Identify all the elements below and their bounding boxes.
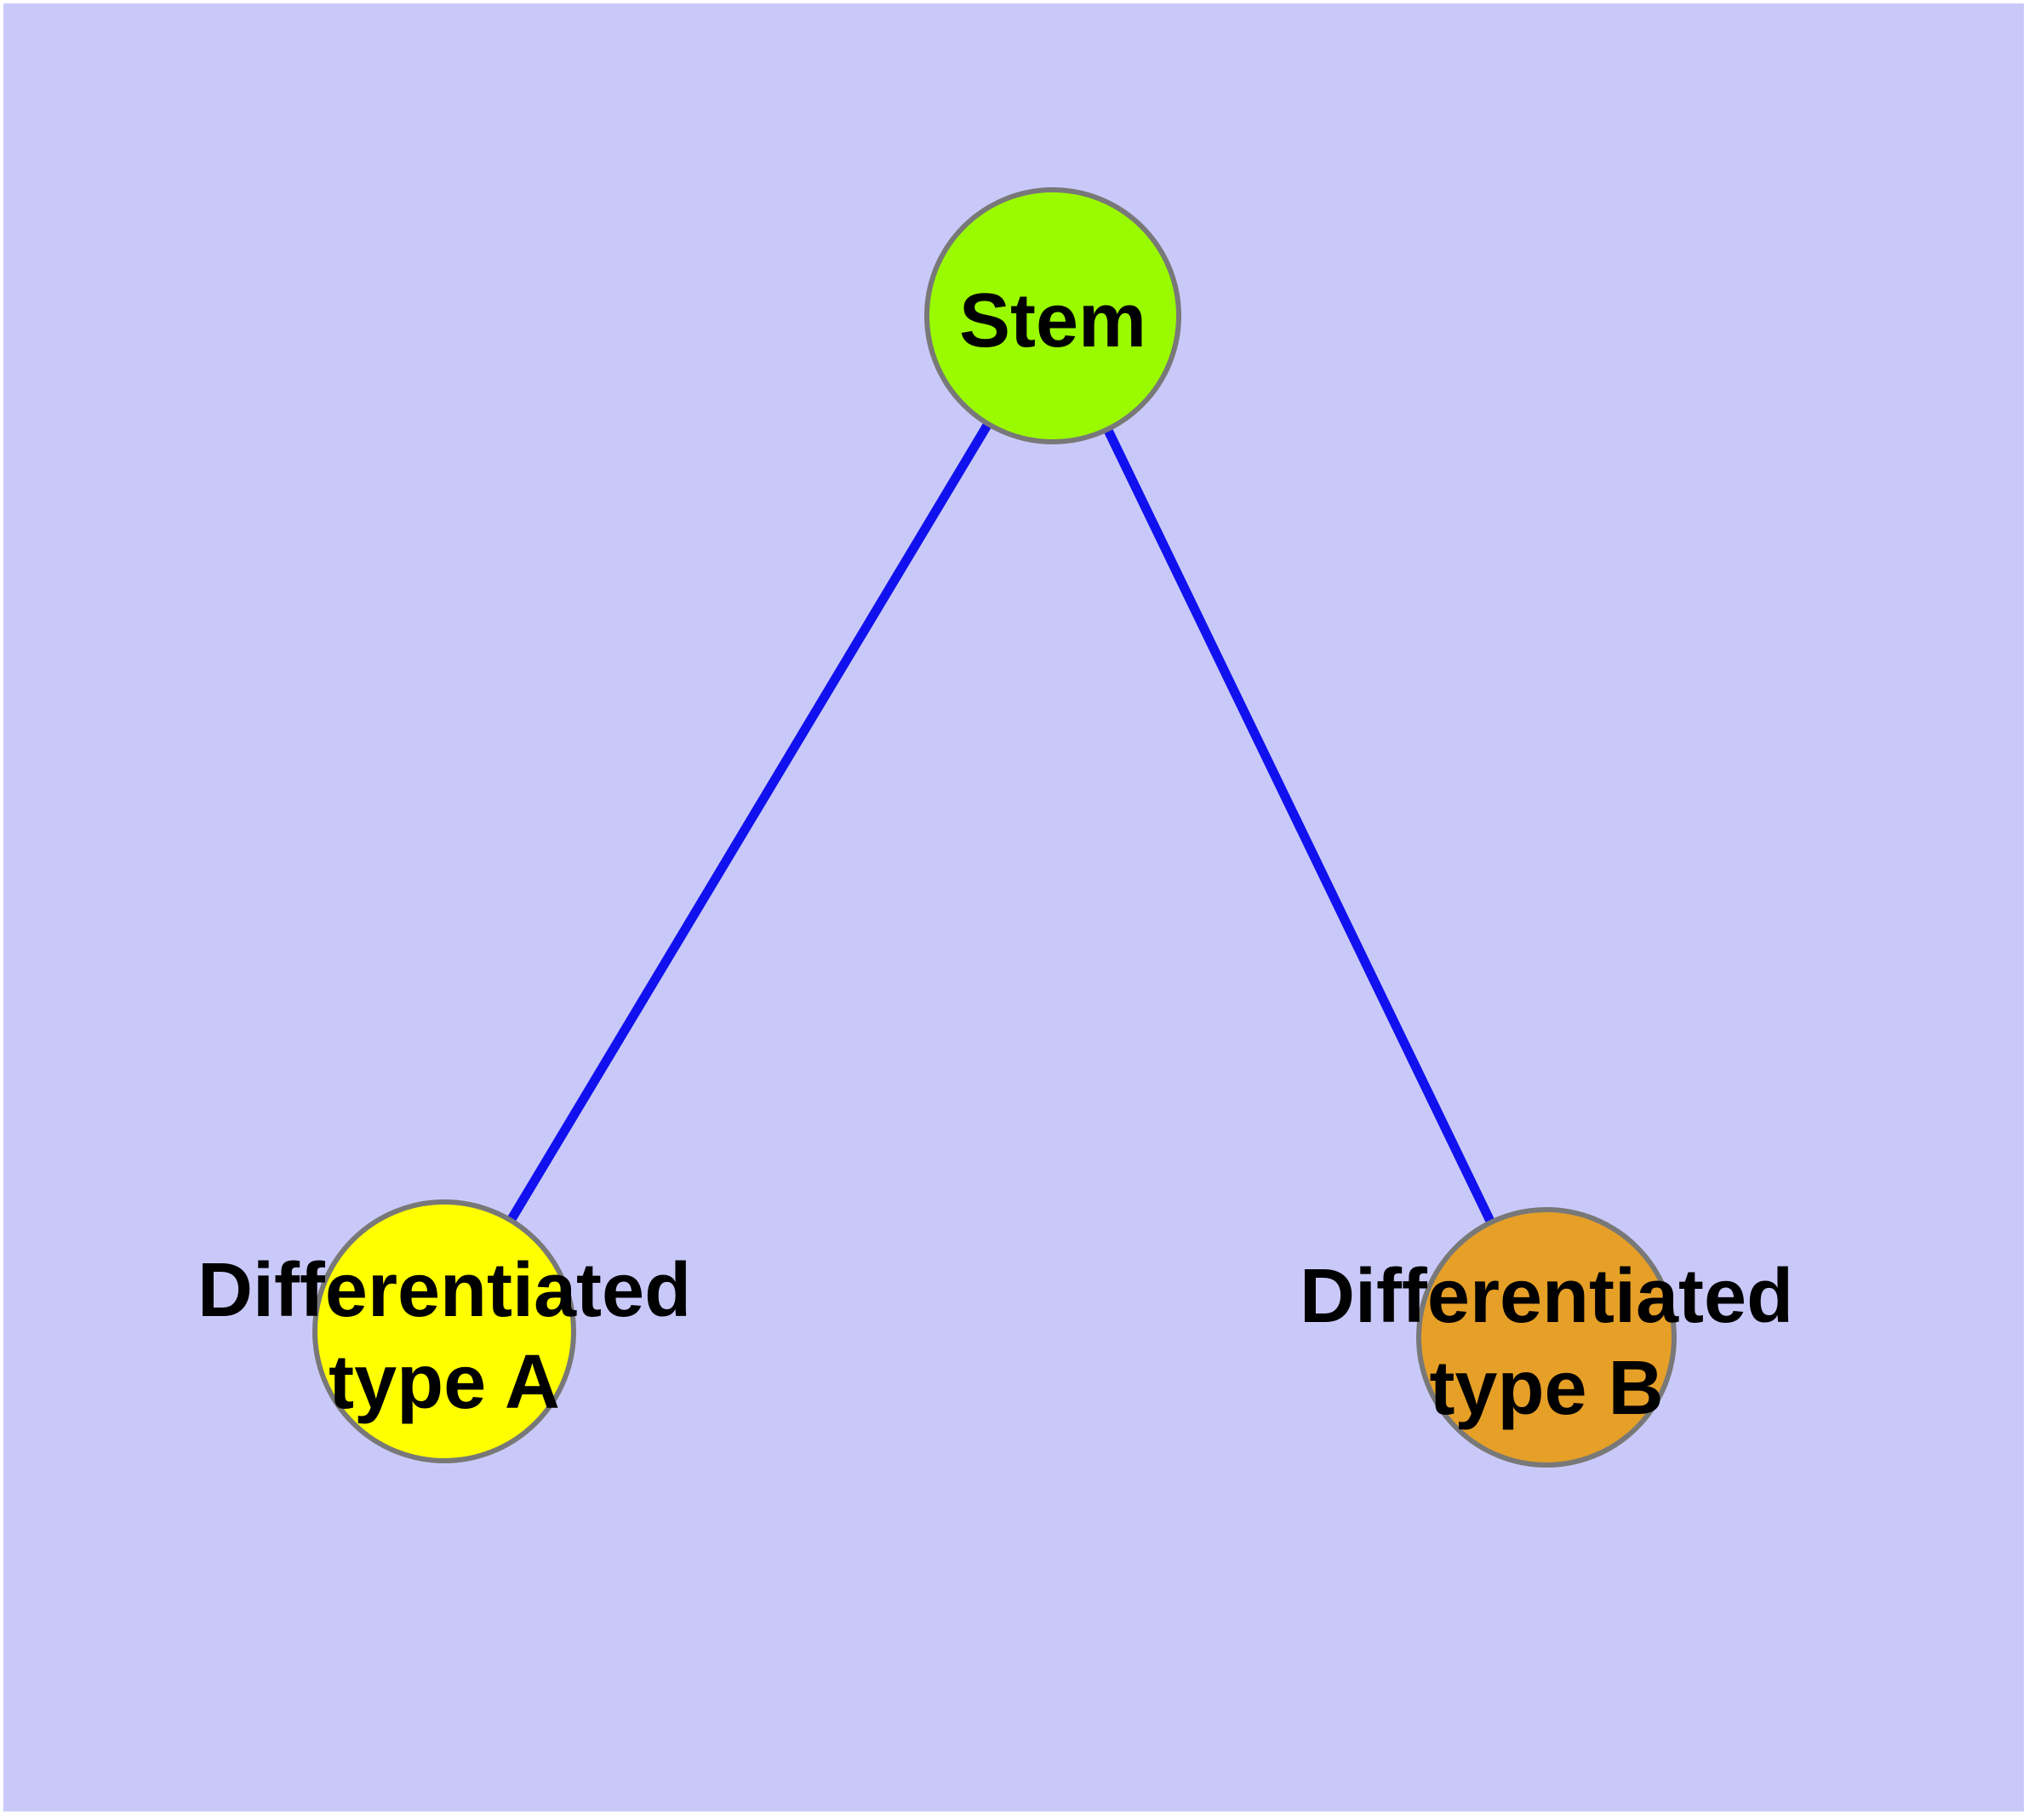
- graph-svg: [312, 187, 1677, 1468]
- diagram-canvas: Stem Differentiated type A Differentiate…: [3, 3, 2024, 1811]
- differentiated-type-a-node-circle: [312, 1199, 576, 1463]
- edge-stem-to-type-b: [1049, 313, 1551, 1340]
- edge-stem-to-type-a: [440, 313, 1057, 1334]
- differentiated-type-b-node-circle: [1416, 1207, 1677, 1468]
- stem-node-circle: [924, 187, 1181, 444]
